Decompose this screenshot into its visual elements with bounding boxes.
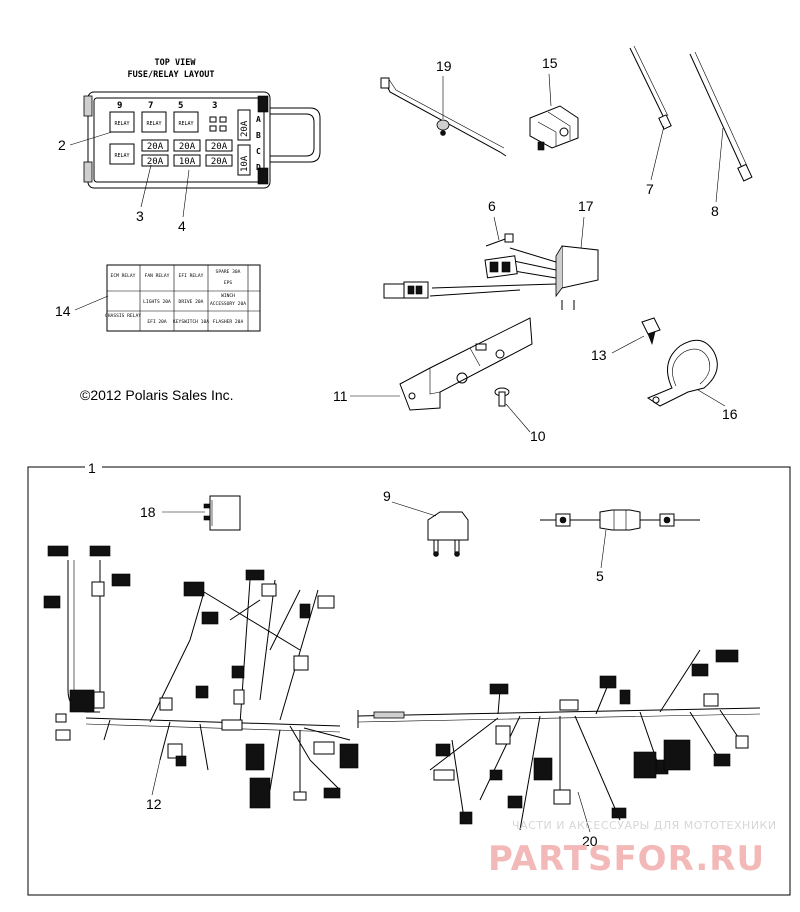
fuse-r1-2: 20A	[179, 142, 196, 152]
chart-extra-eps: EPS	[224, 280, 233, 286]
chart-cell-1-2: DRIVE 20A	[179, 299, 204, 305]
row-letter-d: D	[256, 163, 261, 172]
bolt-10	[494, 387, 510, 407]
callout-6: 6	[488, 198, 496, 214]
watermark-brand: PARTSFOR.RU	[488, 839, 765, 879]
chart-cell-1-3: ACCESSORY 20A	[210, 301, 246, 307]
callout-19: 19	[436, 58, 452, 74]
callout-1: 1	[88, 460, 96, 476]
row-letter-b: B	[256, 131, 261, 140]
row-letter-c: C	[256, 147, 261, 156]
relay-18	[203, 495, 241, 531]
bracket-11	[399, 317, 533, 411]
fuse-pos-9: 9	[117, 101, 122, 111]
callout-7: 7	[646, 181, 654, 197]
chart-cell-0-3: SPARE 30A	[216, 269, 241, 275]
circuit-breaker-9	[427, 511, 469, 557]
fuse-relay-box: TOP VIEW FUSE/RELAY LAYOUT 9 7 5 3 RELAY…	[83, 58, 321, 189]
chart-cell-2-3: FLASHER 20A	[213, 319, 244, 325]
cable-tie-mount	[380, 77, 507, 157]
fuse-pos-5: 5	[178, 101, 183, 111]
inline-fuse-holder-5	[540, 509, 700, 531]
callout-13: 13	[591, 347, 607, 363]
callout-20: 20	[582, 833, 598, 849]
relay-label-3: RELAY	[178, 121, 193, 127]
fuse-r1-3: 20A	[211, 142, 228, 152]
chart-cell-2-1: EFI 20A	[147, 319, 167, 325]
chart-cell-0-0: ECM RELAY	[111, 273, 136, 279]
cable-tie-7	[629, 45, 672, 130]
relay-label-1: RELAY	[114, 121, 129, 127]
screw-6	[485, 233, 514, 247]
wiring-harness-12	[43, 545, 359, 809]
fuse-r1-1: 20A	[147, 142, 164, 152]
chart-extra-winch: WINCH	[221, 293, 235, 299]
callout-9: 9	[383, 488, 391, 504]
cable-tie-8	[689, 51, 753, 182]
row-letter-a: A	[256, 115, 261, 124]
fuse-layout-title-2: FUSE/RELAY LAYOUT	[128, 70, 215, 80]
fuse-r2-3: 20A	[211, 157, 228, 167]
fuse-layout-title-1: TOP VIEW	[155, 58, 197, 68]
callout-12: 12	[146, 796, 162, 812]
callout-5: 5	[596, 568, 604, 584]
relay-label-2: RELAY	[146, 121, 161, 127]
side-fuse-1: 20A	[240, 120, 250, 137]
callout-17: 17	[578, 198, 594, 214]
fuse-r2-2: 10A	[179, 157, 196, 167]
fuse-pos-3: 3	[212, 101, 217, 111]
sub-harness-17	[383, 245, 599, 310]
callout-11: 11	[333, 388, 348, 404]
chart-cell-0-2: EFI RELAY	[179, 273, 204, 279]
callout-18: 18	[140, 504, 156, 520]
callout-16: 16	[722, 406, 738, 422]
callout-2: 2	[58, 137, 66, 153]
fuse-r2-1: 20A	[147, 157, 164, 167]
wiring-harness-20	[357, 649, 761, 831]
chart-cell-1-1: LIGHTS 20A	[143, 299, 171, 305]
callout-10: 10	[530, 428, 546, 444]
copyright-text: ©2012 Polaris Sales Inc.	[80, 387, 234, 403]
fuse-pos-7: 7	[148, 101, 153, 111]
side-fuse-2: 10A	[240, 155, 250, 172]
fuse-label-chart: ECM RELAY FAN RELAY EFI RELAY SPARE 30A …	[105, 264, 261, 332]
chart-cell-1-0: CHASSIS RELAY	[105, 313, 141, 319]
callout-14: 14	[55, 303, 71, 319]
chart-cell-2-2: KEYSWITCH 10A	[173, 319, 209, 325]
push-pin-13	[641, 317, 661, 345]
watermark-tagline: ЧАСТИ И АКСЕССУАРЫ ДЛЯ МОТОТЕХНИКИ	[512, 819, 777, 832]
callout-8: 8	[711, 203, 719, 219]
relay-label-4: RELAY	[114, 153, 129, 159]
callout-3: 3	[136, 208, 144, 224]
connector-15	[529, 105, 579, 151]
callout-15: 15	[542, 55, 558, 71]
p-clamp-16	[646, 339, 718, 407]
chart-cell-0-1: FAN RELAY	[145, 273, 170, 279]
callout-4: 4	[178, 218, 186, 234]
